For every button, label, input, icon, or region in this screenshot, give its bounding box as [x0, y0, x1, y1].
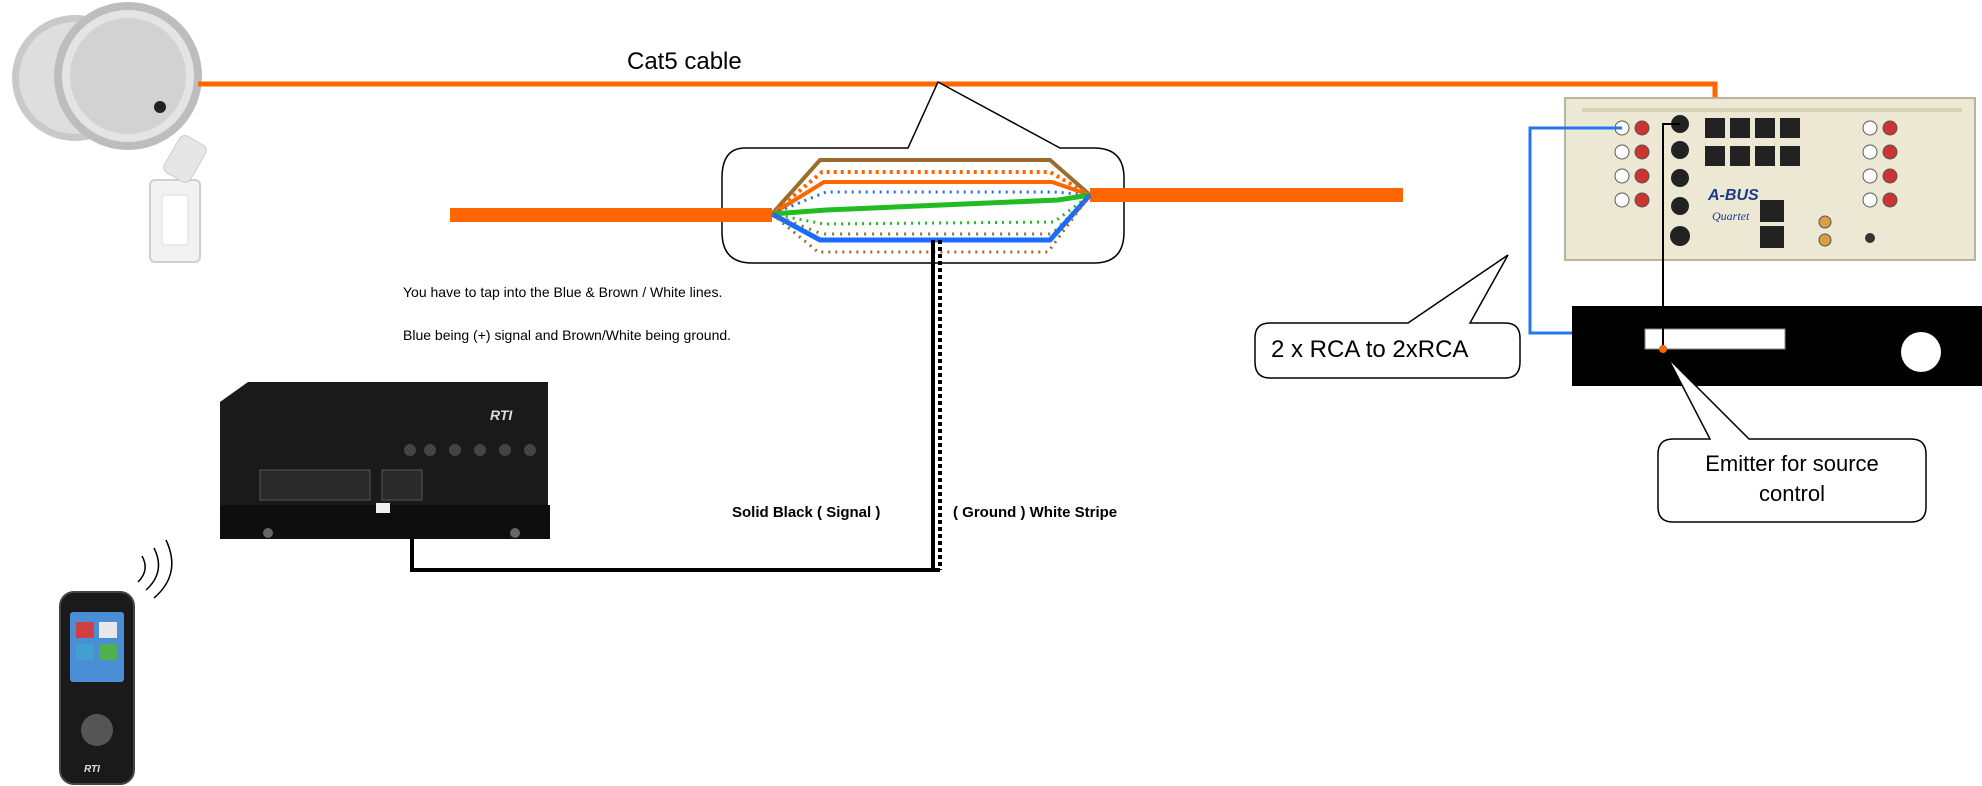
instruction-line-1: You have to tap into the Blue & Brown / … [403, 284, 723, 300]
rca-callout-bubble [1254, 254, 1521, 379]
abus-amplifier-icon: A-BUS Quartet [1564, 97, 1976, 261]
svg-text:RTI: RTI [84, 764, 100, 775]
cat5-right-segment [1090, 188, 1403, 202]
amp-brand-label: A-BUS [1707, 187, 1759, 204]
ground-label: ( Ground ) White Stripe [953, 504, 1118, 521]
cable-title: Cat5 cable [627, 48, 742, 75]
emitter-callout-text: Emitter for source control [1705, 451, 1879, 506]
wall-keypad-icon [149, 135, 207, 263]
twisted-pair-wires [770, 158, 1092, 254]
amp-model-label: Quartet [1712, 209, 1750, 223]
ir-emitter-wire [1659, 123, 1680, 353]
rti-processor-icon: RTI [220, 382, 550, 539]
rca-callout-text: 2 x RCA to 2xRCA [1271, 336, 1469, 363]
ceiling-speaker-icon [12, 2, 202, 150]
svg-text:RTI: RTI [490, 407, 513, 423]
remote-control-icon: RTI [59, 591, 135, 785]
source-device-icon [1572, 306, 1982, 386]
ir-signal-icon [137, 539, 173, 599]
emitter-callout-bubble [1657, 357, 1927, 523]
rca-cable [1528, 126, 1622, 335]
cat5-left-segment [450, 208, 772, 222]
cable-zoom-callout [721, 80, 1125, 264]
instruction-line-2: Blue being (+) signal and Brown/White be… [403, 327, 732, 343]
signal-label: Solid Black ( Signal ) [732, 504, 881, 521]
